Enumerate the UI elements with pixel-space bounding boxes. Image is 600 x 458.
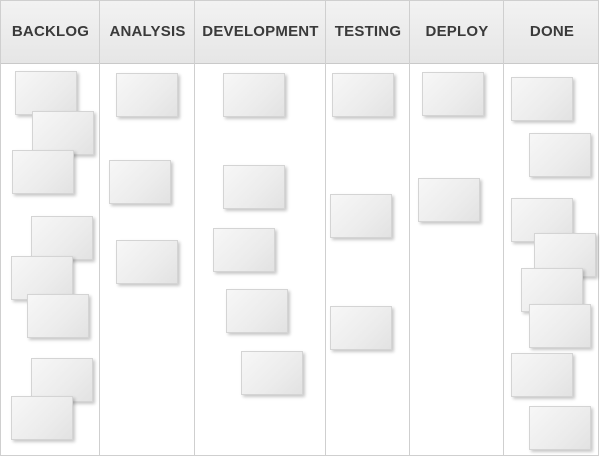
column-title-development: DEVELOPMENT <box>202 23 319 40</box>
done-card[interactable] <box>511 77 573 121</box>
analysis-card[interactable] <box>109 160 171 204</box>
column-divider <box>325 1 326 455</box>
development-card[interactable] <box>223 73 285 117</box>
column-title-deploy: DEPLOY <box>425 23 489 40</box>
backlog-card[interactable] <box>12 150 74 194</box>
column-title-backlog: BACKLOG <box>11 23 90 40</box>
column-title-analysis: ANALYSIS <box>109 23 186 40</box>
column-title-done: DONE <box>529 23 575 40</box>
development-card[interactable] <box>223 165 285 209</box>
testing-card[interactable] <box>330 306 392 350</box>
development-card[interactable] <box>226 289 288 333</box>
testing-card[interactable] <box>332 73 394 117</box>
done-card[interactable] <box>511 353 573 397</box>
done-card[interactable] <box>529 304 591 348</box>
board-header: BACKLOG ANALYSIS DEVELOPMENT TESTING DEP… <box>1 1 598 64</box>
analysis-card[interactable] <box>116 73 178 117</box>
backlog-card[interactable] <box>31 216 93 260</box>
development-card[interactable] <box>241 351 303 395</box>
development-card[interactable] <box>213 228 275 272</box>
testing-card[interactable] <box>330 194 392 238</box>
deploy-card[interactable] <box>418 178 480 222</box>
backlog-card[interactable] <box>11 396 73 440</box>
column-divider <box>409 1 410 455</box>
backlog-card[interactable] <box>15 71 77 115</box>
backlog-card[interactable] <box>31 358 93 402</box>
done-card[interactable] <box>529 406 591 450</box>
backlog-card[interactable] <box>27 294 89 338</box>
backlog-card[interactable] <box>11 256 73 300</box>
analysis-card[interactable] <box>116 240 178 284</box>
column-divider <box>194 1 195 455</box>
deploy-card[interactable] <box>422 72 484 116</box>
column-divider <box>503 1 504 455</box>
column-divider <box>99 1 100 455</box>
done-card[interactable] <box>529 133 591 177</box>
backlog-card[interactable] <box>32 111 94 155</box>
column-title-testing: TESTING <box>334 23 402 40</box>
